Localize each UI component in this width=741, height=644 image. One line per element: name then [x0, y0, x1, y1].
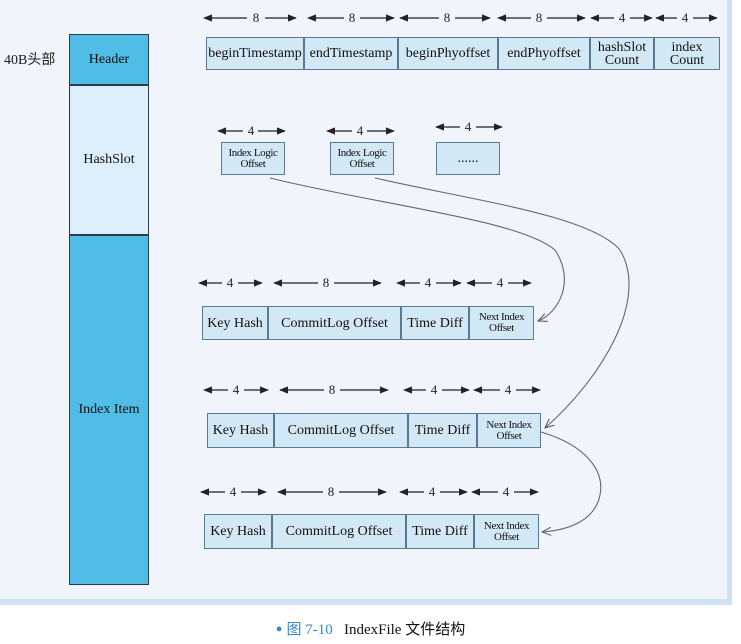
w1-label-time-diff: 4 [425, 275, 432, 290]
item2-width-indicators: 4 8 4 4 [203, 382, 541, 397]
item1-time-diff: Time Diff [401, 306, 469, 340]
field-begin-phy-offset: beginPhyoffset [398, 37, 498, 70]
w2-label-commitlog: 8 [329, 382, 336, 397]
item1-next-index-offset: Next Index Offset [469, 306, 534, 340]
width-label-index-count: 4 [682, 10, 689, 25]
w3-label-time-diff: 4 [429, 484, 436, 499]
item3-commitlog-offset: CommitLog Offset [272, 514, 406, 549]
figure-number: 图 7-10 [286, 622, 333, 638]
item1-width-indicators: 4 8 4 4 [198, 275, 532, 290]
w3-label-next-index: 4 [503, 484, 510, 499]
field-begin-timestamp: beginTimestamp [206, 37, 304, 70]
hashslot-index-logic-offset-2: Index Logic Offset [330, 142, 394, 175]
item3-time-diff: Time Diff [406, 514, 474, 549]
pointer-item2-to-item3 [541, 431, 602, 532]
item1-key-hash: Key Hash [202, 306, 268, 340]
pointer-slot1-to-item1 [269, 177, 565, 321]
hashslot-width-indicators: 4 4 4 [217, 119, 503, 138]
item2-commitlog-offset: CommitLog Offset [274, 413, 408, 448]
header-size-label: 40B头部 [4, 53, 56, 68]
width-label-begin-phy-offset: 8 [444, 10, 451, 25]
item2-next-index-offset: Next Index Offset [477, 413, 541, 448]
index-item-section: Index Item [69, 235, 149, 585]
field-hash-slot-count: hashSlot Count [590, 37, 654, 70]
width-label-slot3: 4 [465, 119, 472, 134]
caption-bullet-icon: ● [275, 623, 283, 635]
hashslot-ellipsis: ...... [436, 142, 500, 175]
width-label-hash-slot-count: 4 [619, 10, 626, 25]
w1-label-commitlog: 8 [323, 275, 330, 290]
w1-label-next-index: 4 [497, 275, 504, 290]
field-end-phy-offset: endPhyoffset [498, 37, 590, 70]
field-index-count: index Count [654, 37, 720, 70]
width-label-slot2: 4 [357, 123, 364, 138]
item2-time-diff: Time Diff [408, 413, 477, 448]
w3-label-commitlog: 8 [328, 484, 335, 499]
hashslot-index-logic-offset-1: Index Logic Offset [221, 142, 285, 175]
figure-caption: ●图 7-10 IndexFile 文件结构 [0, 618, 741, 639]
width-label-begin-timestamp: 8 [253, 10, 260, 25]
item3-next-index-offset: Next Index Offset [474, 514, 539, 549]
pointer-slot2-to-item2 [374, 177, 630, 428]
figure-title: IndexFile 文件结构 [343, 622, 466, 638]
hashslot-section: HashSlot [69, 85, 149, 235]
w3-label-key-hash: 4 [230, 484, 237, 499]
w2-label-time-diff: 4 [431, 382, 438, 397]
width-label-end-phy-offset: 8 [536, 10, 543, 25]
item2-key-hash: Key Hash [207, 413, 274, 448]
header-width-indicators: 8 8 8 8 4 4 [203, 10, 718, 25]
header-section: Header [69, 34, 149, 85]
w1-label-key-hash: 4 [227, 275, 234, 290]
width-label-end-timestamp: 8 [349, 10, 356, 25]
width-label-slot1: 4 [248, 123, 255, 138]
w2-label-key-hash: 4 [233, 382, 240, 397]
item3-key-hash: Key Hash [204, 514, 272, 549]
field-end-timestamp: endTimestamp [304, 37, 398, 70]
w2-label-next-index: 4 [505, 382, 512, 397]
item1-commitlog-offset: CommitLog Offset [268, 306, 401, 340]
item3-width-indicators: 4 8 4 4 [200, 484, 539, 499]
